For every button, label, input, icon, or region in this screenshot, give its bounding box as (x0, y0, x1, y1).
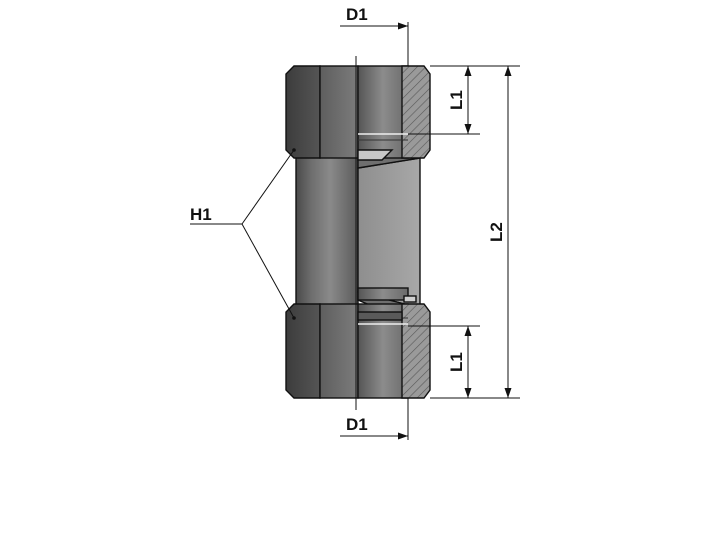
h1-label: H1 (190, 205, 212, 224)
l1-top-label: L1 (447, 90, 466, 110)
dimension-d1-top: D1 (340, 5, 409, 66)
l1-bottom-label: L1 (447, 352, 466, 372)
d1-top-label: D1 (346, 5, 368, 24)
dimension-l1-bottom: L1 (408, 325, 520, 399)
dimension-l2: L2 (480, 65, 520, 398)
hex-nut-bottom (285, 303, 431, 399)
l2-label: L2 (487, 222, 506, 242)
hex-nut-top (285, 65, 431, 161)
leader-h1: H1 (190, 148, 296, 320)
coupling-body (295, 149, 421, 319)
d1-bottom-label: D1 (346, 415, 368, 434)
dimension-l1-top: L1 (408, 65, 480, 135)
dimension-d1-bottom: D1 (340, 398, 409, 440)
